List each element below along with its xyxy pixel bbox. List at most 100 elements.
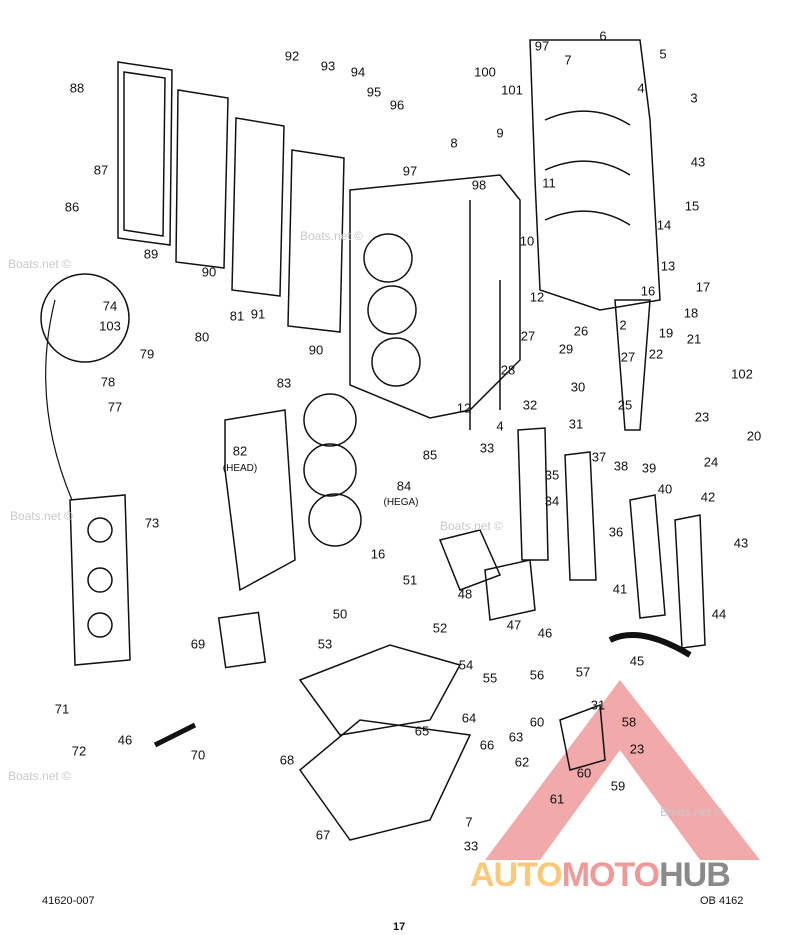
callout-label: 97 <box>402 163 418 179</box>
brand-auto: AUTO <box>470 856 563 894</box>
gasket-90b <box>287 149 345 333</box>
callout-label: 41 <box>612 581 628 597</box>
callout-label: 66 <box>479 737 495 753</box>
callout-label: 21 <box>686 331 702 347</box>
callout-label: 22 <box>648 346 664 362</box>
callout-label: 84 <box>396 478 412 494</box>
callout-label: 3 <box>690 90 698 106</box>
watermark-text: Boats.net © <box>8 257 71 271</box>
callout-label: 25 <box>617 397 633 413</box>
callout-label: 55 <box>482 670 498 686</box>
callout-label: 18 <box>683 305 699 321</box>
drawing-number: 41620-007 <box>42 895 95 907</box>
callout-label: 24 <box>703 454 719 470</box>
detail-inset <box>40 273 130 363</box>
watermark-text: Boats.net © <box>440 519 503 533</box>
callout-label: 20 <box>746 428 762 444</box>
callout-label: 14 <box>656 217 672 233</box>
callout-label: 51 <box>402 572 418 588</box>
automotohub-watermark: AUTOMOTOHUB <box>470 856 731 894</box>
callout-label: 29 <box>558 341 574 357</box>
callout-label: 93 <box>320 58 336 74</box>
callout-label: 13 <box>660 258 676 274</box>
callout-label: 36 <box>608 524 624 540</box>
callout-label: 87 <box>93 162 109 178</box>
plate-91 <box>231 117 285 297</box>
callout-label: 10 <box>519 233 535 249</box>
callout-label: 28 <box>500 362 516 378</box>
callout-label: 38 <box>613 458 629 474</box>
callout-label: 23 <box>629 741 645 757</box>
callout-label: 94 <box>350 64 366 80</box>
watermark-text: Boats.net © <box>300 229 363 243</box>
callout-label: 102 <box>731 366 753 382</box>
brand-moto: MOTO <box>561 856 660 894</box>
callout-label: 47 <box>506 617 522 633</box>
callout-label: 58 <box>621 714 637 730</box>
callout-label: 97 <box>534 38 550 54</box>
callout-label: 4 <box>496 418 504 434</box>
callout-label: 34 <box>544 493 560 509</box>
callout-label: 16 <box>640 283 656 299</box>
callout-label: 65 <box>414 723 430 739</box>
callout-label: 92 <box>284 48 300 64</box>
callout-label: 45 <box>629 653 645 669</box>
brand-hub: HUB <box>659 856 731 894</box>
hose-45 <box>608 632 692 658</box>
callout-label: 95 <box>366 84 382 100</box>
callout-label: 72 <box>71 743 87 759</box>
head-cover <box>69 494 131 666</box>
callout-label: 50 <box>332 606 348 622</box>
callout-label: 4 <box>637 80 645 96</box>
exhaust-cover <box>117 61 173 246</box>
callout-label: 61 <box>549 791 565 807</box>
callout-label: 86 <box>64 199 80 215</box>
callout-label: 91 <box>250 306 266 322</box>
callout-label: 46 <box>117 732 133 748</box>
callout-label: 31 <box>568 416 584 432</box>
callout-label: 89 <box>143 246 159 262</box>
callout-label: 103 <box>99 318 121 334</box>
callout-label: 98 <box>471 177 487 193</box>
callout-label: 71 <box>54 701 70 717</box>
callout-label: 39 <box>641 460 657 476</box>
callout-label: 101 <box>501 82 523 98</box>
callout-label: 33 <box>479 440 495 456</box>
callout-label: 70 <box>190 747 206 763</box>
callout-label: 64 <box>461 710 477 726</box>
gasket-90 <box>175 89 229 269</box>
callout-label: 8 <box>450 135 458 151</box>
page-number: 17 <box>393 921 406 933</box>
callout-label: 31 <box>590 697 606 713</box>
callout-label: 7 <box>465 814 473 830</box>
callout-label: 32 <box>522 397 538 413</box>
callout-label: 44 <box>711 606 727 622</box>
callout-label: (HEAD) <box>222 463 258 474</box>
callout-label: 19 <box>658 325 674 341</box>
callout-label: 62 <box>514 754 530 770</box>
watermark-text: Boats.net © <box>10 509 73 523</box>
callout-label: 78 <box>100 374 116 390</box>
callout-label: 80 <box>194 329 210 345</box>
callout-label: 100 <box>474 64 496 80</box>
callout-label: 11 <box>542 175 556 191</box>
callout-label: 63 <box>508 729 524 745</box>
cylinder-head <box>224 409 296 592</box>
ob-code: OB 4162 <box>700 895 744 907</box>
module-69 <box>217 611 267 669</box>
callout-label: 27 <box>620 349 636 365</box>
callout-label: 15 <box>684 198 700 214</box>
callout-label: 54 <box>458 657 474 673</box>
callout-label: 81 <box>229 308 245 324</box>
callout-label: 60 <box>529 714 545 730</box>
callout-label: 90 <box>201 264 217 280</box>
callout-label: 73 <box>144 515 160 531</box>
callout-label: 27 <box>520 328 536 344</box>
callout-label: 48 <box>457 586 473 602</box>
callout-label: 35 <box>544 467 560 483</box>
callout-label: 17 <box>695 279 711 295</box>
callout-label: 12 <box>529 289 545 305</box>
callout-label: 90 <box>308 342 324 358</box>
watermark-text: Boats.net © <box>8 769 71 783</box>
